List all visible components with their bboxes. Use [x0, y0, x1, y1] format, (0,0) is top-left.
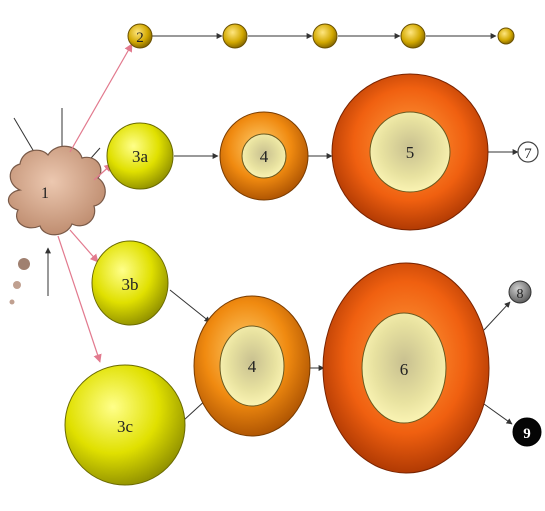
node-6-label: 6 [400, 360, 409, 379]
node-3b [91, 240, 169, 326]
chain-particle [497, 27, 515, 45]
arrow-1-to-3c [57, 235, 102, 363]
node-5-core [369, 111, 451, 193]
node-5-label: 5 [406, 143, 415, 162]
arrow-6-to-8 [483, 301, 511, 331]
node-3b-label: 3b [122, 275, 139, 294]
particle [13, 281, 21, 289]
node-3c [64, 364, 186, 486]
node-3c-label: 3c [117, 417, 134, 436]
node-4-top-label: 4 [260, 147, 269, 166]
particle [18, 258, 30, 270]
node-3a [106, 122, 174, 190]
particles [9, 258, 30, 305]
arrow-1-to-3b [69, 229, 99, 263]
node-2 [127, 23, 153, 49]
node-7 [517, 141, 539, 163]
node-3a-label: 3a [132, 147, 149, 166]
cloud-label: 1 [41, 185, 49, 202]
cloud-node-1: 1 [7, 145, 106, 236]
chain-particle [222, 23, 248, 49]
node-2-label: 2 [136, 30, 144, 46]
cloud-shape [7, 145, 106, 236]
red-arrows [57, 43, 133, 363]
node-6-core [361, 312, 447, 424]
node-4-bottom-label: 4 [248, 357, 257, 376]
arrow-1-to-2 [69, 43, 133, 153]
chain-particle [400, 23, 426, 49]
node-7-label: 7 [524, 146, 532, 162]
node-8-label: 8 [517, 287, 524, 302]
arrow-6-to-9 [483, 403, 513, 425]
row-3bc: 3b 3c 4 6 8 9 [64, 240, 542, 486]
node-9-label: 9 [523, 426, 531, 442]
node-4-bottom-core [219, 325, 285, 407]
node-9 [512, 417, 542, 447]
top-chain: 2 [127, 23, 515, 49]
node-8 [508, 280, 532, 304]
chain-particle [312, 23, 338, 49]
particle [9, 299, 15, 305]
row-3a: 3a 4 5 7 [106, 73, 539, 231]
arrow-3b-to-4 [169, 289, 211, 323]
node-4-top-core [241, 133, 287, 179]
